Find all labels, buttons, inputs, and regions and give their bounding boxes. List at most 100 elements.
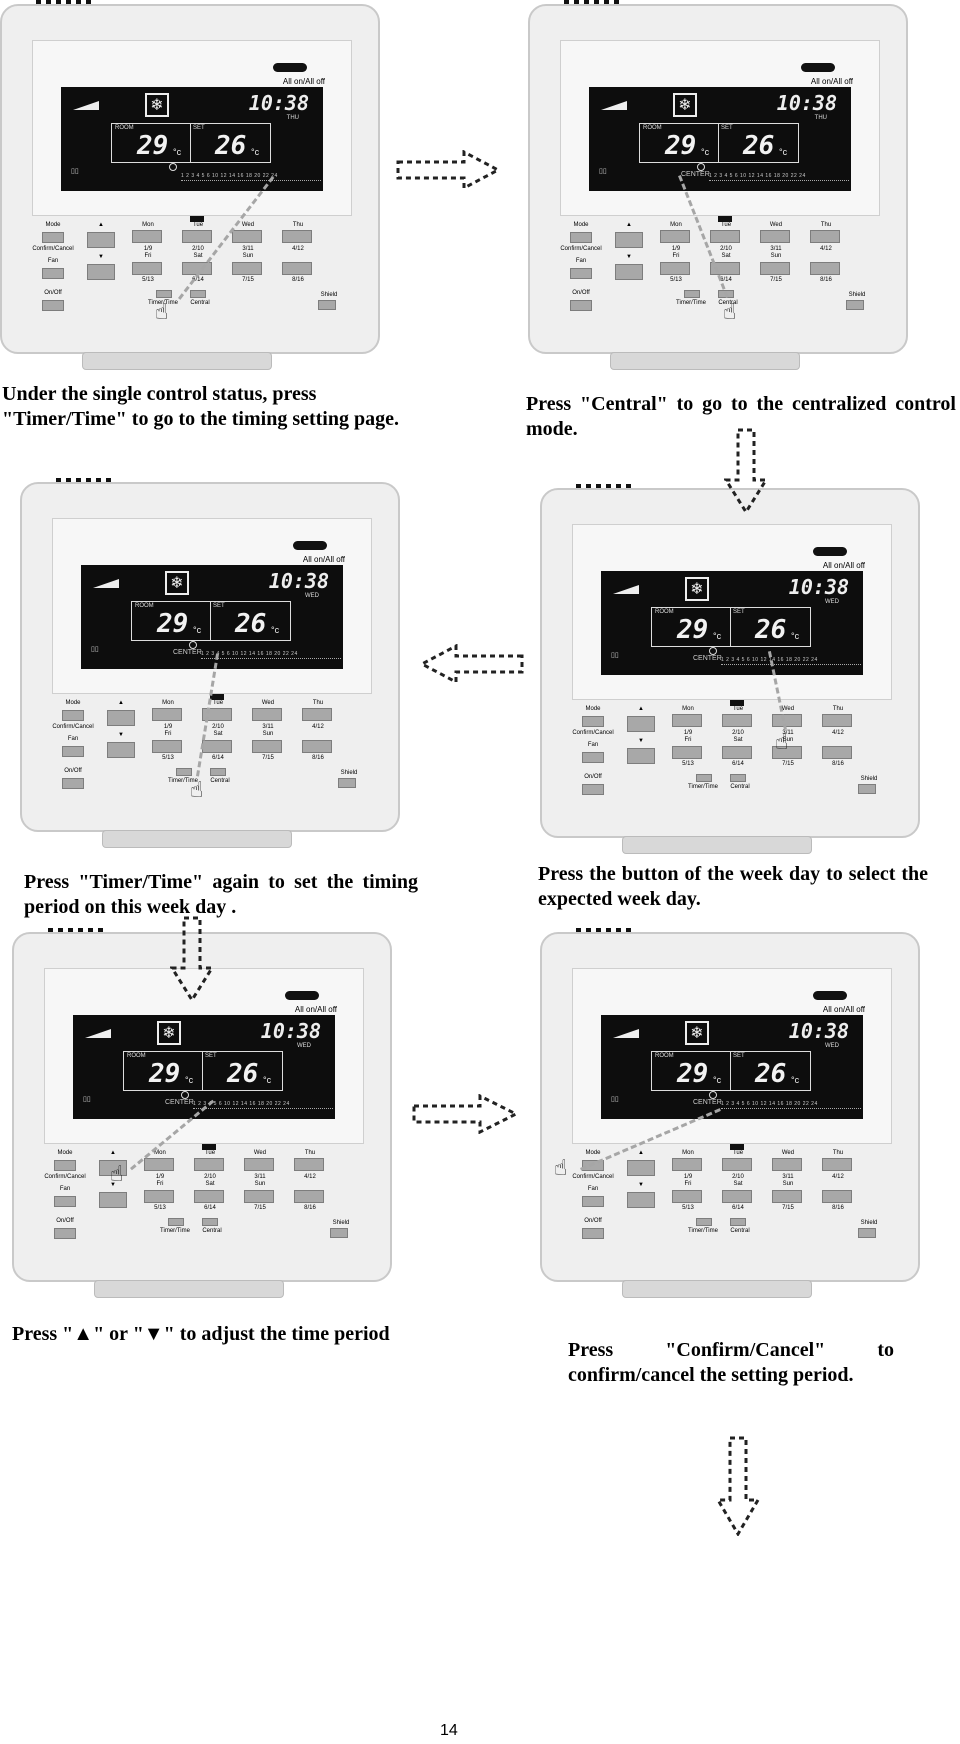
day-button-2[interactable] <box>252 708 282 721</box>
shield-button[interactable] <box>858 784 876 794</box>
day-button-b0[interactable] <box>672 1190 702 1203</box>
day-button-0[interactable] <box>672 714 702 727</box>
fan-button[interactable] <box>62 746 84 757</box>
day-button-b3[interactable] <box>282 262 312 275</box>
day-button-2[interactable] <box>760 230 790 243</box>
day-button-b0[interactable] <box>660 262 690 275</box>
timer-key[interactable] <box>684 290 700 298</box>
onoff-button[interactable] <box>570 300 592 311</box>
onoff-button[interactable] <box>62 778 84 789</box>
mode-button[interactable] <box>54 1160 76 1171</box>
day-button-1[interactable] <box>202 708 232 721</box>
timer-key[interactable] <box>176 768 192 776</box>
central-key[interactable] <box>730 1218 746 1226</box>
onoff-button[interactable] <box>582 784 604 795</box>
timer-key[interactable] <box>168 1218 184 1226</box>
day-button-b1[interactable] <box>710 262 740 275</box>
day-button-1[interactable] <box>722 1158 752 1171</box>
day-button-3[interactable] <box>282 230 312 243</box>
day-button-b3[interactable] <box>822 1190 852 1203</box>
mode-button[interactable] <box>62 710 84 721</box>
day-button-b3[interactable] <box>294 1190 324 1203</box>
day-button-b3[interactable] <box>302 740 332 753</box>
day-button-b2[interactable] <box>772 746 802 759</box>
day-button-2[interactable] <box>244 1158 274 1171</box>
day-button-b2[interactable] <box>760 262 790 275</box>
day-button-0[interactable] <box>672 1158 702 1171</box>
central-key[interactable] <box>190 290 206 298</box>
day-button-3[interactable] <box>822 714 852 727</box>
day-button-1[interactable] <box>194 1158 224 1171</box>
day-button-b1[interactable] <box>202 740 232 753</box>
day-button-b0[interactable] <box>152 740 182 753</box>
up-button[interactable] <box>87 232 115 248</box>
day-button-2[interactable] <box>772 1158 802 1171</box>
day-button-3[interactable] <box>302 708 332 721</box>
onoff-button[interactable] <box>42 300 64 311</box>
day-button-b1[interactable] <box>722 1190 752 1203</box>
up-button[interactable] <box>99 1160 127 1176</box>
down-button[interactable] <box>615 264 643 280</box>
day-button-1[interactable] <box>710 230 740 243</box>
day-button-0[interactable] <box>144 1158 174 1171</box>
shield-button[interactable] <box>846 300 864 310</box>
day-button-b0[interactable] <box>144 1190 174 1203</box>
mode-button[interactable] <box>42 232 64 243</box>
day-button-3[interactable] <box>294 1158 324 1171</box>
timer-key[interactable] <box>696 1218 712 1226</box>
fan-button[interactable] <box>582 752 604 763</box>
day-bnum-0: 5/13 <box>154 1205 166 1211</box>
timer-key[interactable] <box>156 290 172 298</box>
day-button-b2[interactable] <box>244 1190 274 1203</box>
fan-button[interactable] <box>570 268 592 279</box>
day-button-2[interactable] <box>232 230 262 243</box>
day-button-0[interactable] <box>152 708 182 721</box>
down-button[interactable] <box>87 264 115 280</box>
central-key[interactable] <box>730 774 746 782</box>
shield-button[interactable] <box>858 1228 876 1238</box>
day-button-3[interactable] <box>810 230 840 243</box>
day-button-b3[interactable] <box>822 746 852 759</box>
day-button-b2[interactable] <box>772 1190 802 1203</box>
down-button[interactable] <box>627 1192 655 1208</box>
onoff-button[interactable] <box>582 1228 604 1239</box>
shield-button[interactable] <box>318 300 336 310</box>
day-button-b3[interactable] <box>810 262 840 275</box>
central-key[interactable] <box>202 1218 218 1226</box>
day-button-3[interactable] <box>822 1158 852 1171</box>
mode-button[interactable] <box>570 232 592 243</box>
day-button-b0[interactable] <box>672 746 702 759</box>
mode-button[interactable] <box>582 1160 604 1171</box>
day-button-1[interactable] <box>182 230 212 243</box>
day-label-3: Thu <box>312 700 324 706</box>
day-button-b1[interactable] <box>194 1190 224 1203</box>
fan-button[interactable] <box>54 1196 76 1207</box>
shield-button[interactable] <box>330 1228 348 1238</box>
day-button-b2[interactable] <box>232 262 262 275</box>
day-button-2[interactable] <box>772 714 802 727</box>
day-button-b1[interactable] <box>722 746 752 759</box>
central-key[interactable] <box>210 768 226 776</box>
up-button[interactable] <box>615 232 643 248</box>
down-button[interactable] <box>99 1192 127 1208</box>
fan-button[interactable] <box>582 1196 604 1207</box>
up-button[interactable] <box>107 710 135 726</box>
up-button[interactable] <box>627 716 655 732</box>
mode-button[interactable] <box>582 716 604 727</box>
onoff-button[interactable] <box>54 1228 76 1239</box>
day-button-0[interactable] <box>132 230 162 243</box>
day-button-b1[interactable] <box>182 262 212 275</box>
day-button-b0[interactable] <box>132 262 162 275</box>
central-key[interactable] <box>718 290 734 298</box>
day-button-b2[interactable] <box>252 740 282 753</box>
timer-key[interactable] <box>696 774 712 782</box>
up-button[interactable] <box>627 1160 655 1176</box>
day-bnum-2: 7/15 <box>262 755 274 761</box>
shield-button[interactable] <box>338 778 356 788</box>
fan-button[interactable] <box>42 268 64 279</box>
day-button-1[interactable] <box>722 714 752 727</box>
down-button[interactable] <box>627 748 655 764</box>
down-button[interactable] <box>107 742 135 758</box>
room-temp: 29 <box>665 131 697 161</box>
day-button-0[interactable] <box>660 230 690 243</box>
